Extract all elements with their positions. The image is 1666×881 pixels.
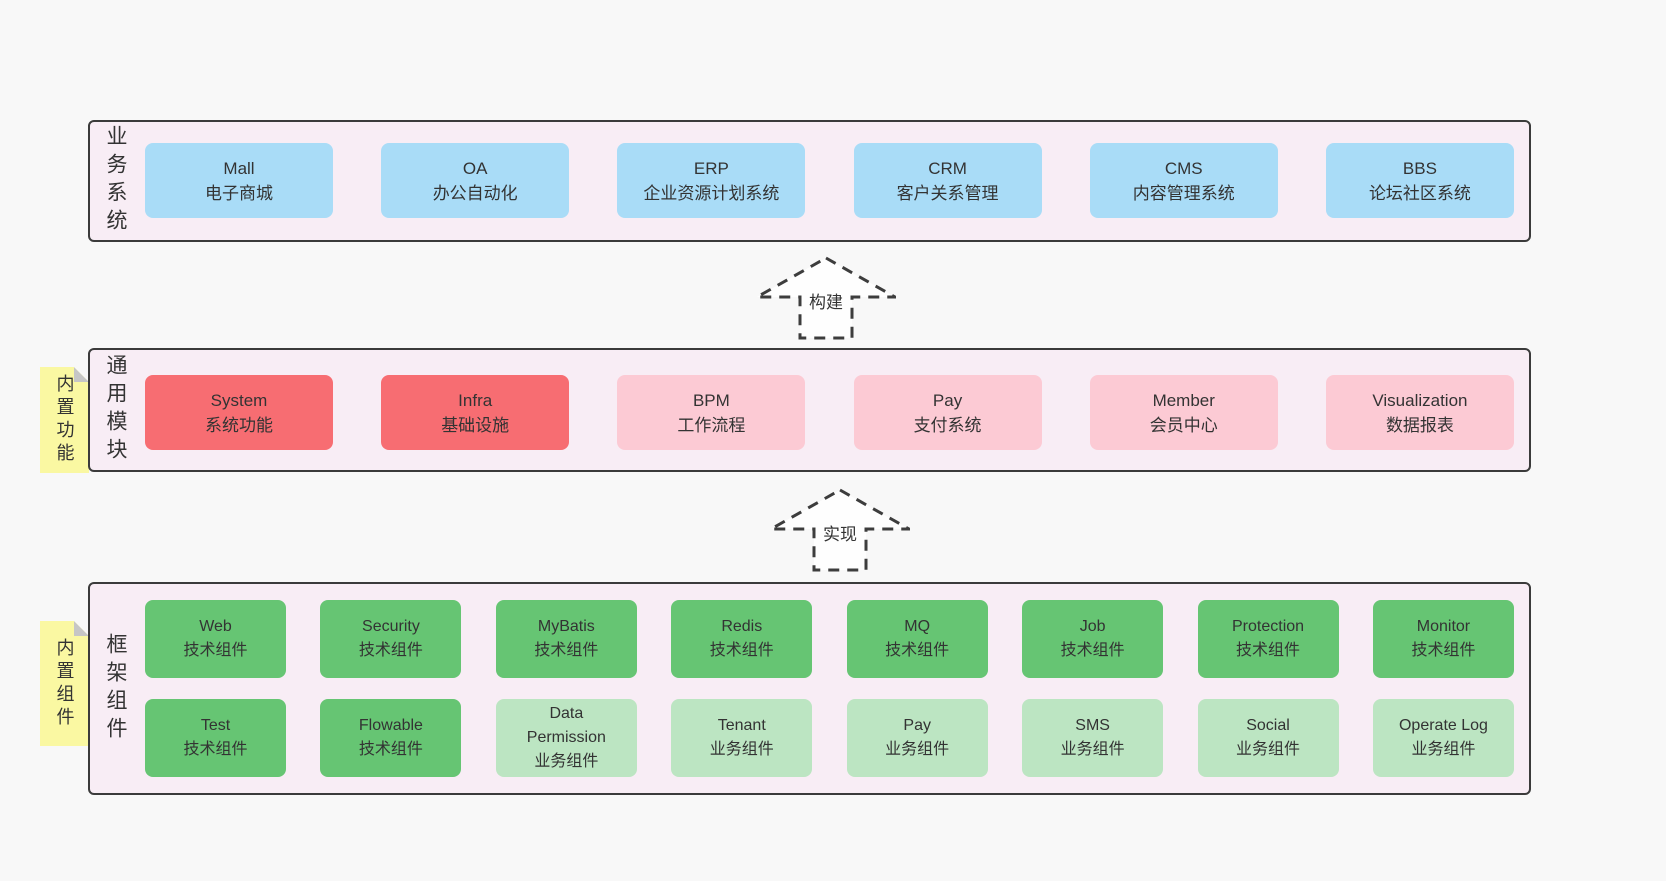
box-mybatis: MyBatis 技术组件 <box>495 600 637 678</box>
box-cms: CMS 内容管理系统 <box>1089 143 1278 218</box>
sticky-note-label: 内置组件 <box>54 637 75 730</box>
box-mq: MQ 技术组件 <box>846 600 988 678</box>
box-monitor: Monitor 技术组件 <box>1372 600 1514 678</box>
box-pay-business: Pay 业务组件 <box>846 699 988 777</box>
sticky-note-label: 内置功能 <box>54 374 75 466</box>
box-flowable: Flowable 技术组件 <box>320 699 462 777</box>
arrow-build: 构建 <box>756 255 896 341</box>
box-pay: Pay 支付系统 <box>853 375 1042 450</box>
box-system: System 系统功能 <box>145 375 333 450</box>
box-bbs: BBS 论坛社区系统 <box>1325 143 1514 218</box>
box-bpm: BPM 工作流程 <box>617 375 806 450</box>
arrow-implement: 实现 <box>770 487 910 573</box>
box-redis: Redis 技术组件 <box>671 600 813 678</box>
box-mall: Mall 电子商城 <box>145 143 333 218</box>
box-visualization: Visualization 数据报表 <box>1325 375 1514 450</box>
layer-common-modules: 通用模块 System 系统功能 Infra 基础设施 BPM 工作流程 Pay… <box>88 348 1531 472</box>
framework-components-row-2: Test 技术组件 Flowable 技术组件 Data Permission … <box>145 699 1514 777</box>
box-sms: SMS 业务组件 <box>1022 699 1164 777</box>
sticky-note-built-in-features: 内置功能 <box>40 367 89 473</box>
box-oa: OA 办公自动化 <box>381 143 570 218</box>
common-modules-row: System 系统功能 Infra 基础设施 BPM 工作流程 Pay 支付系统… <box>145 375 1514 450</box>
arrow-label: 构建 <box>806 288 846 313</box>
framework-components-row-1: Web 技术组件 Security 技术组件 MyBatis 技术组件 Redi… <box>145 600 1514 678</box>
box-security: Security 技术组件 <box>320 600 462 678</box>
box-crm: CRM 客户关系管理 <box>853 143 1042 218</box>
folded-corner-icon <box>74 367 89 382</box>
layer-label-framework-components: 框架组件 <box>104 632 127 745</box>
arrow-label: 实现 <box>820 520 860 545</box>
box-web: Web 技术组件 <box>145 600 286 678</box>
layer-label-common-modules: 通用模块 <box>104 354 127 466</box>
business-systems-row: Mall 电子商城 OA 办公自动化 ERP 企业资源计划系统 CRM 客户关系… <box>145 143 1514 218</box>
box-job: Job 技术组件 <box>1022 600 1164 678</box>
box-operate-log: Operate Log 业务组件 <box>1372 699 1514 777</box>
sticky-note-built-in-components: 内置组件 <box>40 621 89 746</box>
box-member: Member 会员中心 <box>1089 375 1278 450</box>
layer-framework-components: 框架组件 Web 技术组件 Security 技术组件 MyBatis 技术组件… <box>88 582 1531 795</box>
box-social: Social 业务组件 <box>1197 699 1339 777</box>
box-test: Test 技术组件 <box>145 699 286 777</box>
box-infra: Infra 基础设施 <box>381 375 570 450</box>
layer-business-systems: 业务系统 Mall 电子商城 OA 办公自动化 ERP 企业资源计划系统 CRM… <box>88 120 1531 242</box>
box-tenant: Tenant 业务组件 <box>671 699 813 777</box>
box-erp: ERP 企业资源计划系统 <box>617 143 806 218</box>
box-protection: Protection 技术组件 <box>1197 600 1339 678</box>
folded-corner-icon <box>74 621 89 636</box>
box-data-permission: Data Permission 业务组件 <box>495 699 637 777</box>
layer-label-business-systems: 业务系统 <box>104 125 127 237</box>
